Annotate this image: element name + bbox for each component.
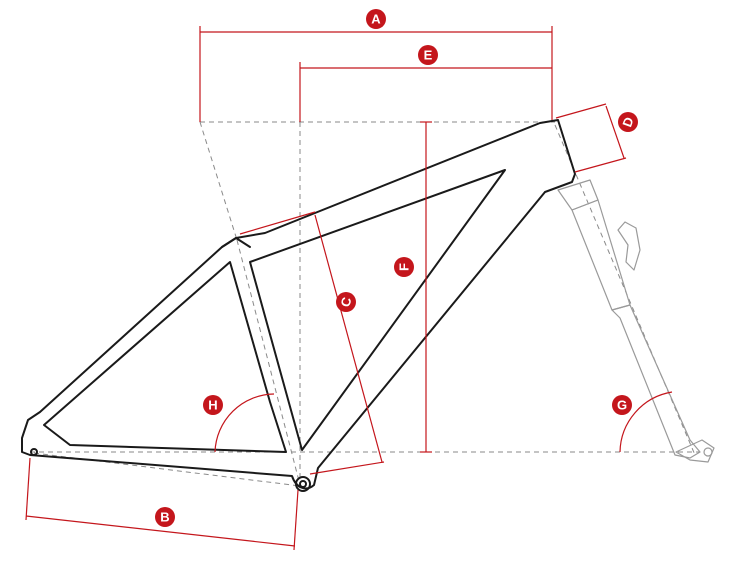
bottom-bracket-core <box>299 480 307 488</box>
fork-stanchion <box>571 199 631 311</box>
reference-lines <box>30 121 700 487</box>
badge-h: H <box>203 395 223 415</box>
dimension-c-line <box>314 214 383 463</box>
dimension-h-arc <box>214 393 275 453</box>
badge-b: B <box>155 507 175 527</box>
dimension-g-arc <box>619 391 673 453</box>
dimension-lines <box>25 26 673 551</box>
frame-outer-outline <box>21 119 576 490</box>
badge-e: E <box>418 45 438 65</box>
badge-b-label: B <box>160 510 169 525</box>
fork-brace <box>617 221 641 271</box>
seat-tube-top <box>221 237 251 248</box>
badge-d: D <box>618 112 638 132</box>
rear-dropout <box>30 448 38 456</box>
fork-dropout <box>675 439 715 463</box>
badge-a-label: A <box>371 12 381 27</box>
badge-f-label: F <box>397 263 412 271</box>
badge-h-label: H <box>208 398 217 413</box>
badge-f: F <box>394 257 414 277</box>
badge-c-label: C <box>338 295 355 309</box>
front-axle <box>703 447 713 457</box>
badge-g: G <box>612 395 632 415</box>
badge-e-label: E <box>424 48 433 63</box>
rear-triangle-inner <box>43 261 287 453</box>
badge-a: A <box>366 9 386 29</box>
bike-frame <box>21 119 576 492</box>
dimension-d-line <box>605 105 625 159</box>
badge-g-label: G <box>617 398 627 413</box>
suspension-fork <box>557 179 715 463</box>
badge-c: C <box>336 292 356 312</box>
bottom-bracket <box>295 476 311 492</box>
front-triangle-inner <box>249 169 506 451</box>
fork-lower-leg <box>611 304 701 459</box>
dimension-b-line <box>25 515 296 547</box>
